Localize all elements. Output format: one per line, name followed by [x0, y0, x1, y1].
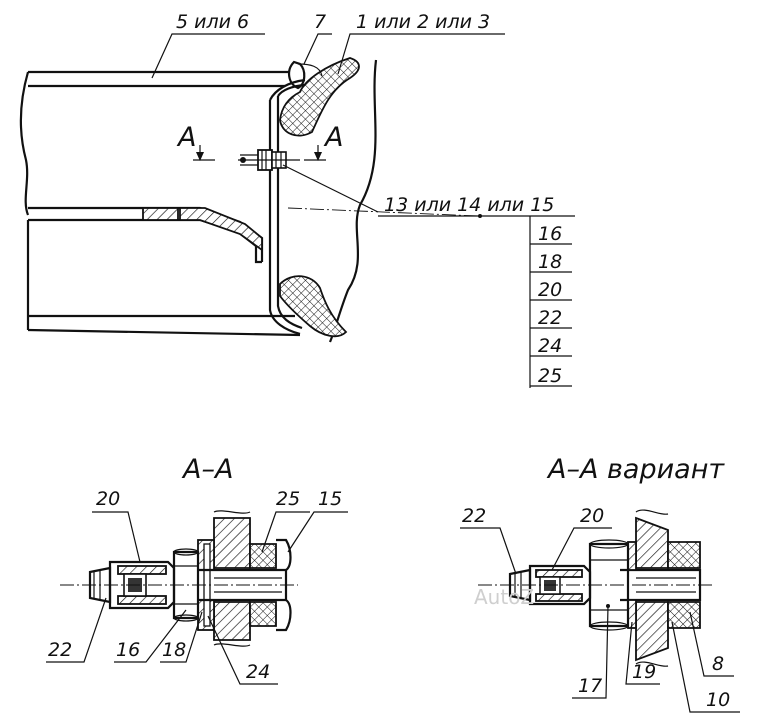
label-aa-20: 20 [96, 488, 120, 510]
label-aa-22: 22 [48, 639, 72, 661]
label-item-7: 7 [314, 11, 326, 33]
label-valve-group: 13 или 14 или 15 [384, 194, 554, 216]
callout-variant-10: 10 [671, 621, 740, 713]
section-aa-view: А–А 20 [46, 454, 348, 685]
label-tire: 5 или 6 [176, 11, 249, 33]
callout-valve-group: 13 или 14 или 15 [378, 194, 575, 388]
seal-variant-top [667, 541, 701, 569]
list-item: 16 [538, 223, 562, 245]
label-aa-18: 18 [162, 639, 186, 661]
tire-outline [19, 70, 301, 337]
seal-aa-top [249, 543, 277, 569]
label-aa-15: 15 [318, 488, 342, 510]
callout-aa-22: 22 [46, 597, 107, 663]
list-item: 24 [538, 335, 562, 357]
list-item: 22 [538, 307, 562, 329]
label-aa-16: 16 [116, 639, 140, 661]
label-variant-20: 20 [580, 505, 604, 527]
section-letter-left: А [176, 122, 196, 153]
list-item: 20 [538, 279, 562, 301]
callout-item-7: 7 [303, 11, 332, 65]
label-variant-10: 10 [706, 689, 730, 711]
section-aa-title: А–А [181, 454, 233, 485]
label-aa-25: 25 [276, 488, 300, 510]
rim-profile [140, 59, 378, 343]
callout-rim: 1 или 2 или 3 [337, 11, 505, 75]
callout-tire: 5 или 6 [151, 11, 265, 79]
callout-aa-24: 24 [207, 615, 278, 685]
rim-wall-variant [635, 516, 669, 569]
seal-aa-bottom [249, 601, 277, 627]
callout-aa-16: 16 [114, 609, 187, 663]
label-variant-19: 19 [632, 661, 656, 683]
callout-aa-15: 15 [287, 488, 348, 553]
section-aa-variant-view: А–А вариант 22 [460, 454, 740, 713]
valve-main [238, 149, 300, 171]
section-mark-left: А [176, 122, 215, 161]
callout-aa-20: 20 [92, 488, 141, 563]
valve-cap-ring [288, 60, 306, 90]
callout-variant-20: 20 [551, 505, 612, 571]
label-variant-17: 17 [578, 675, 602, 697]
callout-aa-18: 18 [160, 611, 203, 663]
callout-variant-19: 19 [625, 621, 660, 685]
label-rim: 1 или 2 или 3 [356, 11, 490, 33]
section-mark-right: А [304, 122, 343, 161]
axis-line-main [287, 207, 479, 217]
list-item: 25 [538, 365, 562, 387]
bead-upper [279, 57, 360, 137]
label-variant-22: 22 [462, 505, 486, 527]
callout-aa-25: 25 [261, 488, 310, 553]
label-aa-24: 24 [246, 661, 270, 683]
main-view: А А 5 или 6 7 1 или 2 или 3 13 или 14 ил… [19, 11, 575, 388]
bead-lower [279, 275, 348, 338]
callout-variant-8: 8 [689, 611, 734, 677]
callout-variant-17: 17 [572, 604, 610, 699]
label-variant-8: 8 [712, 653, 724, 675]
watermark: AutoZ [474, 585, 534, 609]
section-aa-variant-title: А–А вариант [546, 454, 725, 485]
list-item: 18 [538, 251, 562, 273]
valve-parts-list: 16 18 20 22 24 25 [530, 223, 572, 387]
section-letter-right: А [323, 122, 343, 153]
callout-variant-22: 22 [460, 505, 517, 575]
rim-wall-aa [213, 517, 251, 569]
